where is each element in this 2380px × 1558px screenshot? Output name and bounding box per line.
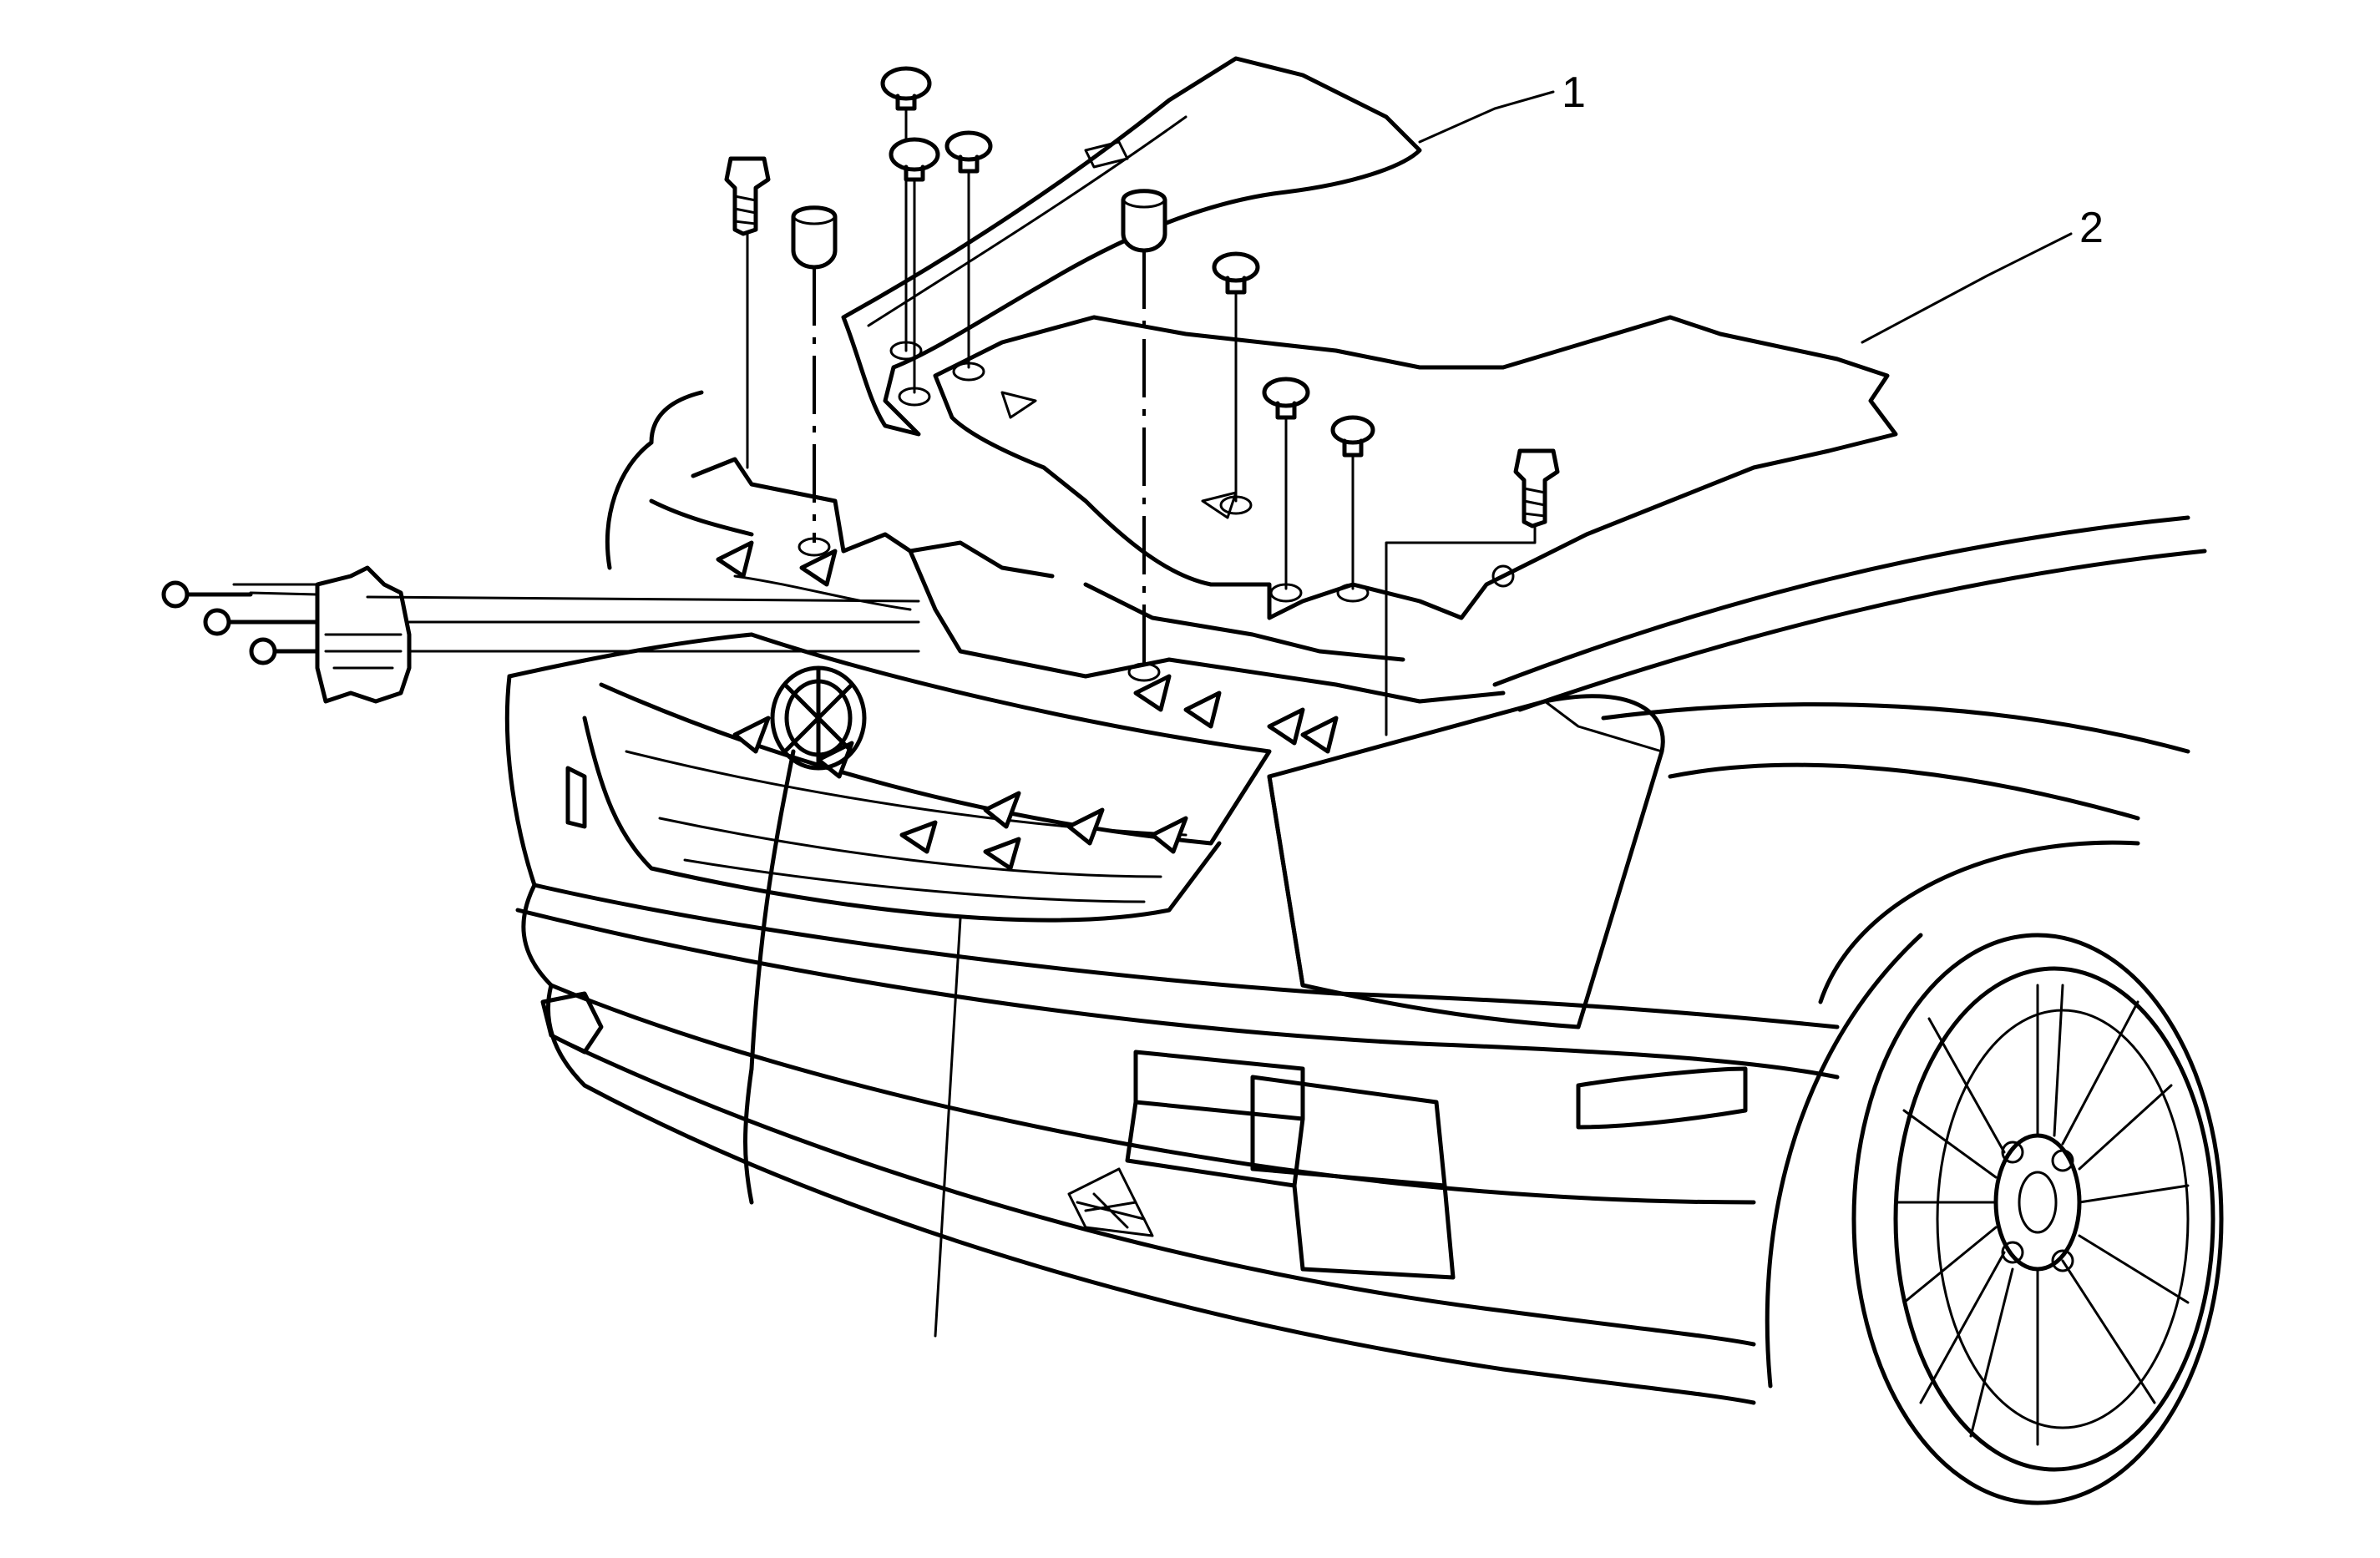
push-pin-fastener <box>1330 415 1375 603</box>
latch-bolt <box>161 580 253 609</box>
callout-1: 1 <box>1418 68 1586 144</box>
front-wheel <box>1851 933 2224 1505</box>
push-pin-fastener <box>1212 251 1260 515</box>
headlamp <box>1267 694 1665 1029</box>
latch-bolt <box>203 608 320 636</box>
hood-bumper-stop <box>1121 189 1167 682</box>
vehicle-front-end <box>504 390 2224 1505</box>
grille <box>582 632 1272 923</box>
callout-1-label: 1 <box>1562 68 1586 117</box>
push-pin-fastener <box>1262 377 1310 603</box>
emblem <box>770 665 867 771</box>
bolt-fastener <box>1385 448 1560 736</box>
bolt-fastener <box>724 156 771 469</box>
latch-bolt <box>249 637 320 665</box>
hood-latch-assembly <box>161 565 920 704</box>
push-pin-fastener <box>889 137 940 407</box>
callout-2: 2 <box>1861 204 2104 344</box>
push-pin-fastener <box>880 66 932 361</box>
hood-bumper-stop <box>791 205 838 557</box>
engine-cover-panel-2 <box>933 315 1898 620</box>
fasteners <box>161 66 1560 736</box>
push-pin-fastener <box>944 130 993 382</box>
callout-2-label: 2 <box>2079 204 2104 252</box>
